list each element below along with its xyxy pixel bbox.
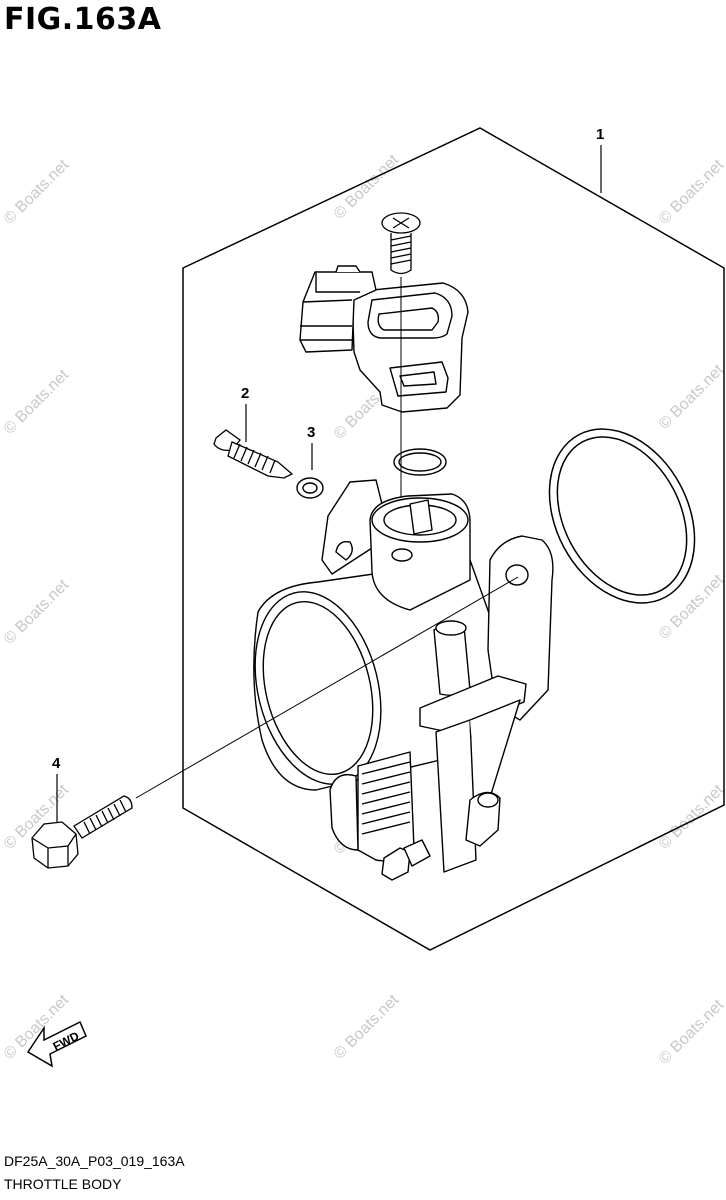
throttle-position-sensor	[299, 265, 469, 413]
watermark: © Boats.net	[331, 991, 403, 1063]
callout-4-label: 4	[52, 755, 61, 772]
drawing-code: DF25A_30A_P03_019_163A	[4, 1153, 185, 1169]
watermark: © Boats.net	[656, 571, 726, 643]
small-o-ring	[393, 448, 447, 476]
callout-1-label: 1	[596, 126, 604, 143]
watermark: © Boats.net	[656, 996, 726, 1068]
sensor-screw	[381, 212, 421, 275]
assembly-boundary	[182, 127, 725, 951]
watermark: © Boats.net	[331, 151, 403, 223]
figure-title: FIG.163A	[4, 2, 162, 37]
large-o-ring	[548, 428, 696, 604]
callout-2-label: 2	[241, 385, 249, 402]
watermark: © Boats.net	[1, 156, 73, 228]
mounting-bolt	[31, 795, 133, 869]
washer	[296, 477, 324, 499]
callout-3-label: 3	[307, 424, 315, 441]
watermark: © Boats.net	[1, 576, 73, 648]
watermark: © Boats.net	[1, 366, 73, 438]
watermark: © Boats.net	[656, 156, 726, 228]
bolt-leader-line	[135, 576, 519, 799]
throttle-body	[253, 479, 554, 881]
watermark: © Boats.net	[656, 781, 726, 853]
watermark: © Boats.net	[656, 361, 726, 433]
idle-adjust-screw	[213, 429, 294, 479]
figure-caption: THROTTLE BODY	[4, 1176, 122, 1192]
